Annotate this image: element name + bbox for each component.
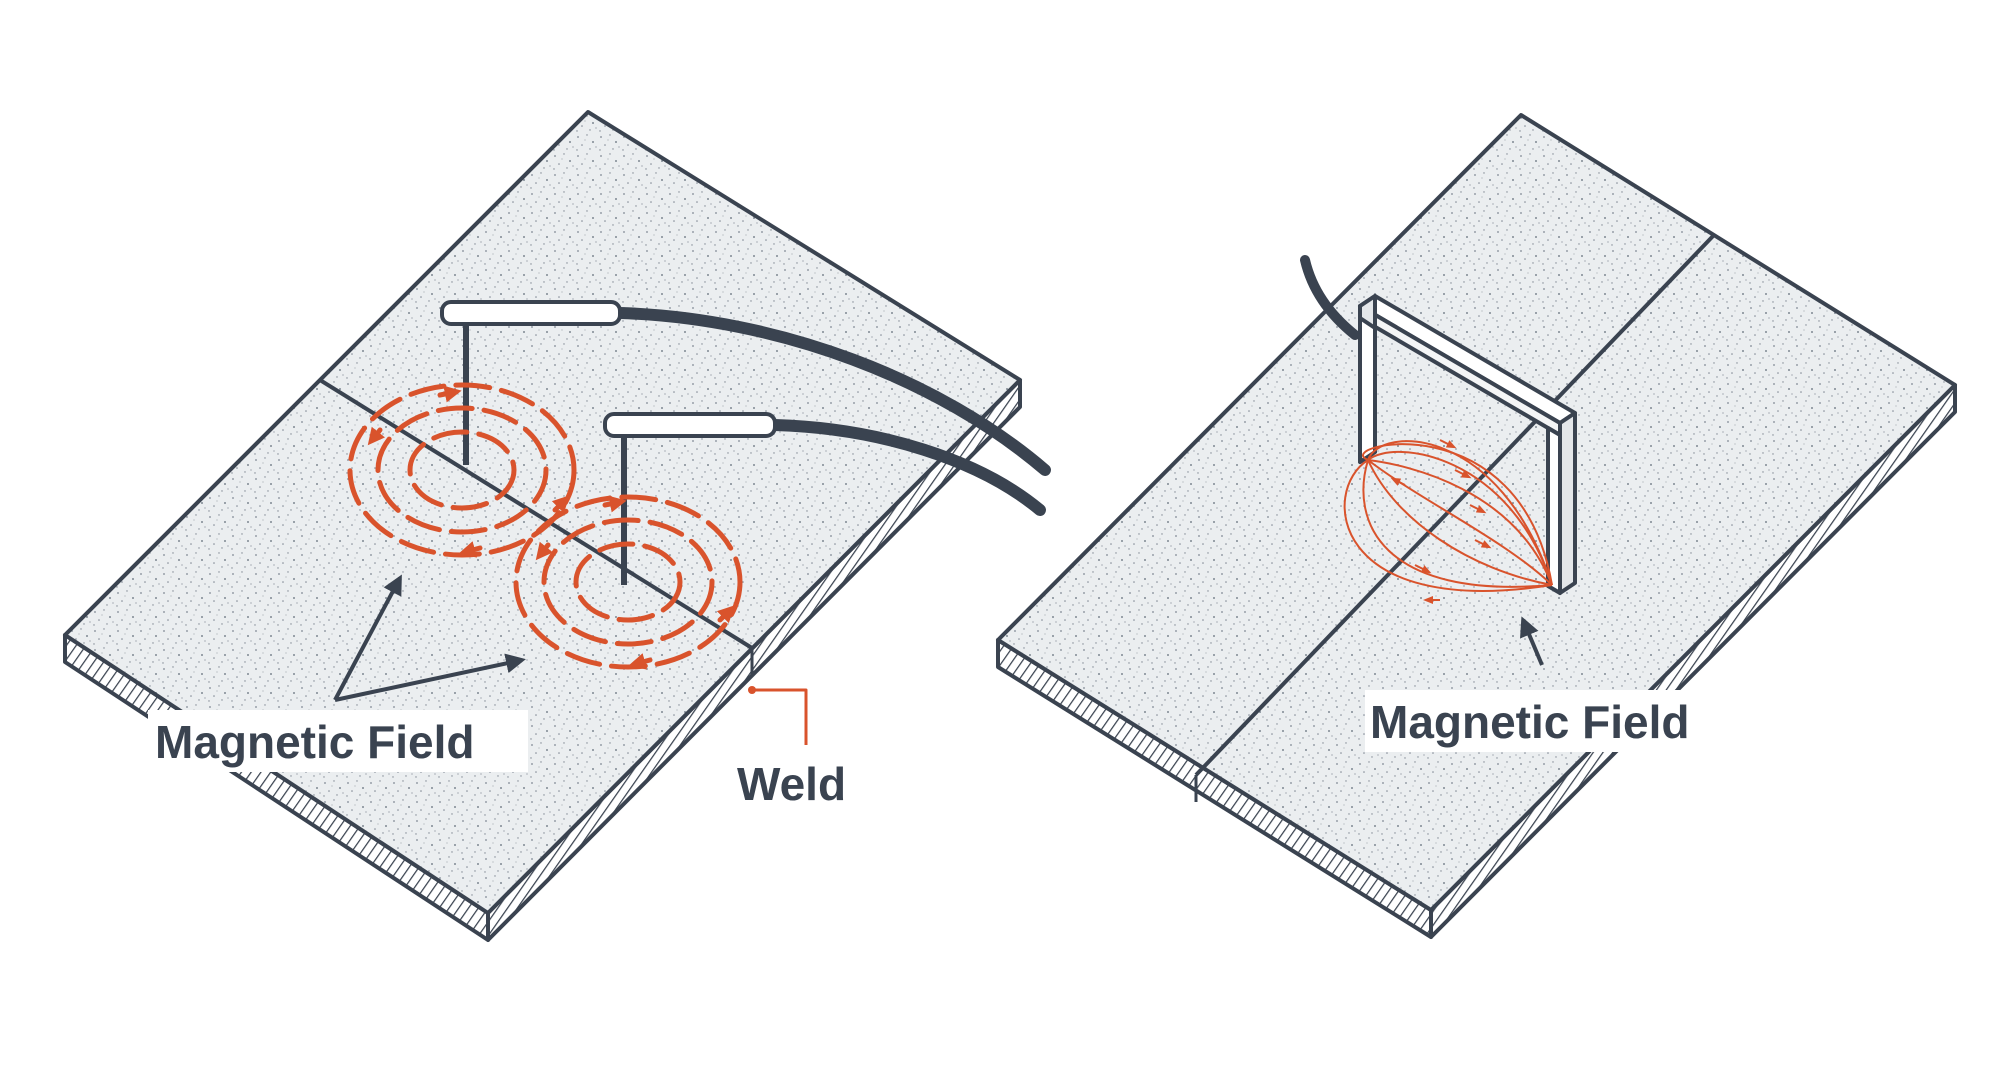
probe-cable-2 xyxy=(769,419,1046,516)
field-pointer-1 xyxy=(333,574,402,701)
field-pointer-2 xyxy=(334,653,526,702)
weld-seam-right xyxy=(1194,233,1716,777)
right-magnetic-field-label: Magnetic Field xyxy=(1370,696,1689,748)
right-illustration: Magnetic Field xyxy=(996,113,1957,939)
left-field-loops-2 xyxy=(513,494,743,670)
right-field-pointer xyxy=(1520,616,1544,666)
yoke-magnet xyxy=(1358,294,1577,595)
probe-handle-1 xyxy=(440,300,622,326)
left-field-loops-1 xyxy=(347,382,577,558)
probe-handle-2 xyxy=(603,412,777,438)
weld-seam-left xyxy=(318,378,754,650)
left-magnetic-field-label: Magnetic Field xyxy=(155,716,474,768)
left-plate-top xyxy=(63,110,1022,915)
right-field-lines xyxy=(1343,439,1553,604)
yoke-cable xyxy=(1300,255,1360,340)
weld-label: Weld xyxy=(737,758,846,810)
left-illustration: Magnetic Field Weld xyxy=(63,110,1051,942)
probe-cable-1 xyxy=(614,307,1051,476)
right-plate-top xyxy=(996,113,1957,912)
weld-pointer xyxy=(752,688,808,745)
